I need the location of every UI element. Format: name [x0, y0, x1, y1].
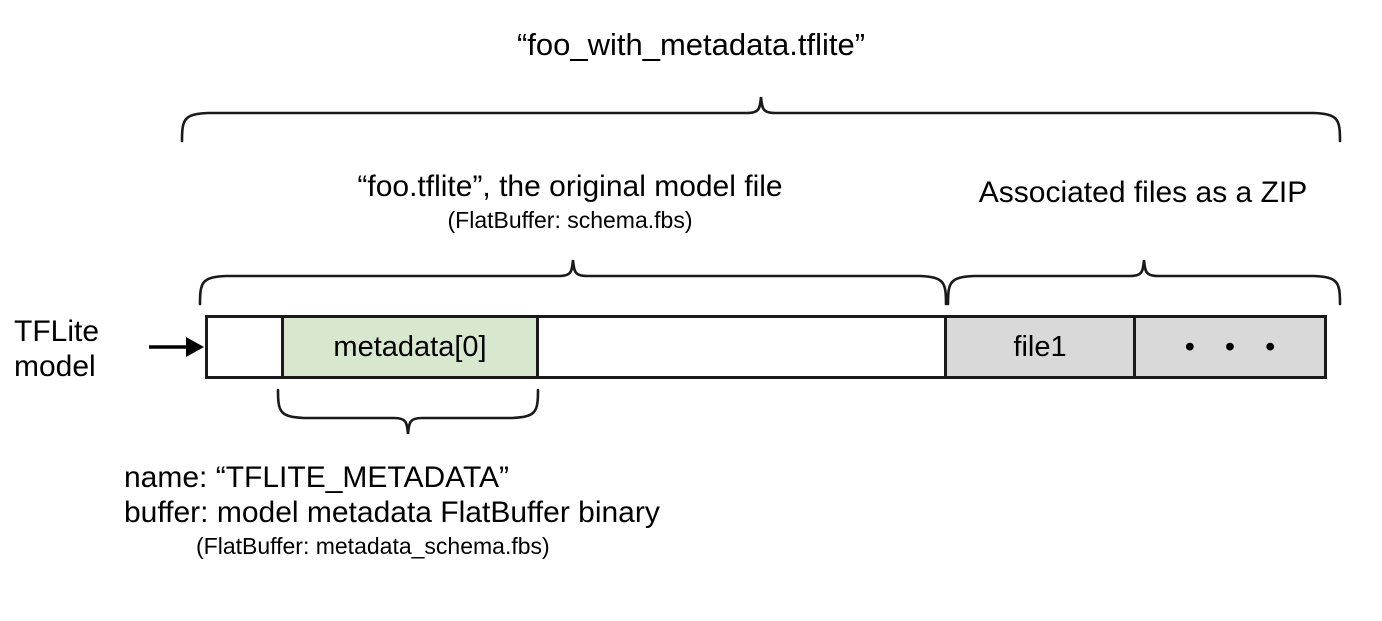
brace-model-section	[196, 258, 950, 306]
model-section-label: “foo.tflite”, the original model file	[357, 170, 783, 203]
tflite-model-label-line2: model	[14, 350, 96, 384]
bar-cell-metadata: metadata[0]	[281, 318, 539, 376]
tflite-model-label: TFLite model	[14, 314, 144, 385]
bar-cell-leading-empty	[208, 318, 281, 376]
arrow-right-icon	[149, 337, 204, 357]
brace-zip-section	[944, 258, 1344, 306]
brace-archive	[178, 95, 1344, 143]
metadata-name-line: name: “TFLITE_METADATA”	[124, 461, 510, 494]
archive-title: “foo_with_metadata.tflite”	[516, 27, 866, 62]
bar-cell-more-files: • • •	[1136, 318, 1324, 376]
zip-section-label: Associated files as a ZIP	[978, 176, 1308, 209]
bar-cell-file1: file1	[944, 318, 1136, 376]
model-layout-bar: metadata[0] file1 • • •	[205, 315, 1327, 379]
model-section-sublabel: (FlatBuffer: schema.fbs)	[447, 206, 693, 233]
metadata-schema-line: (FlatBuffer: metadata_schema.fbs)	[196, 532, 550, 559]
model-section-label-group: “foo.tflite”, the original model file (F…	[200, 170, 940, 233]
bar-cell-model-body	[539, 318, 944, 376]
metadata-buffer-line: buffer: model metadata FlatBuffer binary	[124, 496, 660, 530]
brace-metadata-cell	[274, 388, 542, 436]
tflite-model-label-line1: TFLite	[14, 315, 100, 348]
metadata-annotation: name: “TFLITE_METADATA” buffer: model me…	[124, 460, 884, 560]
